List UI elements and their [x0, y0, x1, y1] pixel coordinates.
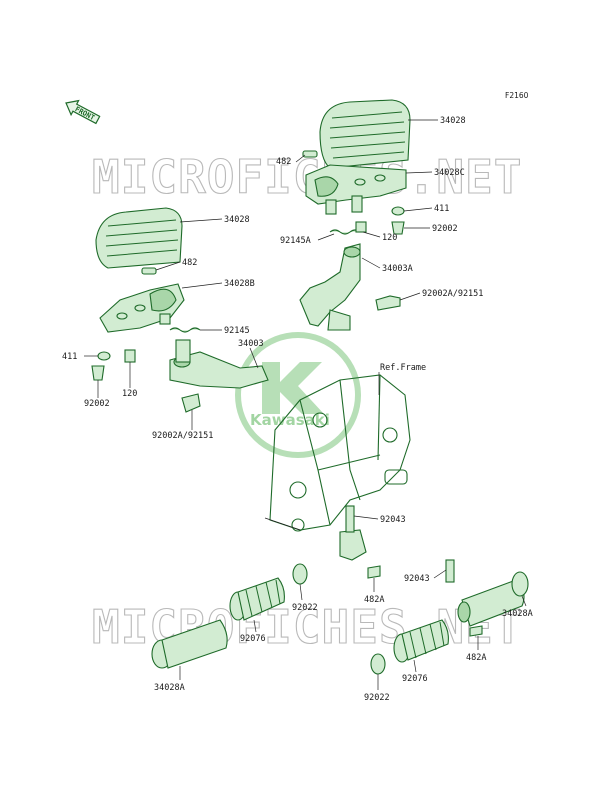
label-92043-right: 92043	[404, 574, 430, 584]
footpeg-rubber-upper-left	[95, 207, 183, 269]
front-label: FRONT	[74, 105, 96, 122]
front-arrow-icon: FRONT	[65, 99, 101, 125]
label-92043-mid: 92043	[380, 515, 406, 525]
label-92145A: 92145A	[280, 236, 311, 246]
grease-nipple-92002-right	[391, 221, 405, 235]
logo-text: Kawasaki	[250, 411, 330, 429]
frame-outline	[264, 374, 411, 532]
label-34028C: 34028C	[434, 168, 465, 178]
footpeg-rubber-upper-right	[319, 99, 411, 169]
label-92022-bottom: 92022	[364, 693, 390, 703]
washer-92022-bottom	[370, 653, 386, 675]
leader-lines	[84, 119, 527, 690]
kawasaki-logo: Kawasaki	[235, 332, 361, 458]
label-34028B: 34028B	[224, 279, 255, 289]
label-ref-frame: Ref.Frame	[380, 363, 426, 373]
spring-92145A	[329, 229, 361, 235]
label-34028-left: 34028	[224, 215, 250, 225]
washer-411-left	[97, 351, 111, 361]
label-92076-right: 92076	[402, 674, 428, 684]
pin-482-left	[141, 267, 157, 275]
footpeg-cover-34028A-right	[457, 571, 529, 627]
pin-482A-right	[469, 625, 483, 637]
pin-92043-right	[445, 559, 455, 583]
label-92145: 92145	[224, 326, 250, 336]
washer-411-right	[391, 206, 405, 216]
label-92076-left: 92076	[240, 634, 266, 644]
label-34028A-left: 34028A	[154, 683, 185, 693]
label-482-top: 482	[276, 157, 291, 167]
bolt-92002A-92151-left	[181, 393, 201, 413]
label-120-right: 120	[382, 233, 397, 243]
label-411-right: 411	[434, 204, 449, 214]
label-34028-top: 34028	[440, 116, 466, 126]
label-482A-right: 482A	[466, 653, 486, 663]
footpeg-holder-upper-right	[305, 164, 407, 215]
label-92002A-92151-right: 92002A/92151	[422, 289, 483, 299]
bolt-120-left	[124, 349, 136, 363]
bolt-120-right	[355, 221, 367, 233]
washer-92022-left	[292, 563, 308, 585]
label-92022-left: 92022	[292, 603, 318, 613]
lower-bracket	[339, 505, 367, 561]
label-120-left: 120	[122, 389, 137, 399]
label-411-left: 411	[62, 352, 77, 362]
label-482-left: 482	[182, 258, 197, 268]
footpeg-bracket-right	[299, 243, 401, 331]
footpeg-holder-upper-left	[99, 283, 185, 333]
footpeg-bracket-left	[169, 339, 269, 389]
pin-482A-mid	[367, 565, 381, 579]
footpeg-rubber-92076-left	[229, 577, 285, 621]
footpeg-rubber-92076-right	[393, 619, 449, 663]
label-34003A: 34003A	[382, 264, 413, 274]
label-34003: 34003	[238, 339, 264, 349]
label-34028A-right: 34028A	[502, 609, 533, 619]
label-92002-left: 92002	[84, 399, 110, 409]
pin-482-upper	[302, 150, 318, 158]
diagram-code: F2160	[505, 91, 529, 100]
footpeg-cover-34028A-left	[151, 619, 228, 669]
spring-92145	[169, 327, 201, 333]
label-482A-mid: 482A	[364, 595, 384, 605]
grease-nipple-92002-left	[91, 365, 105, 381]
label-92002-right: 92002	[432, 224, 458, 234]
label-92002A-92151-left: 92002A/92151	[152, 431, 213, 441]
